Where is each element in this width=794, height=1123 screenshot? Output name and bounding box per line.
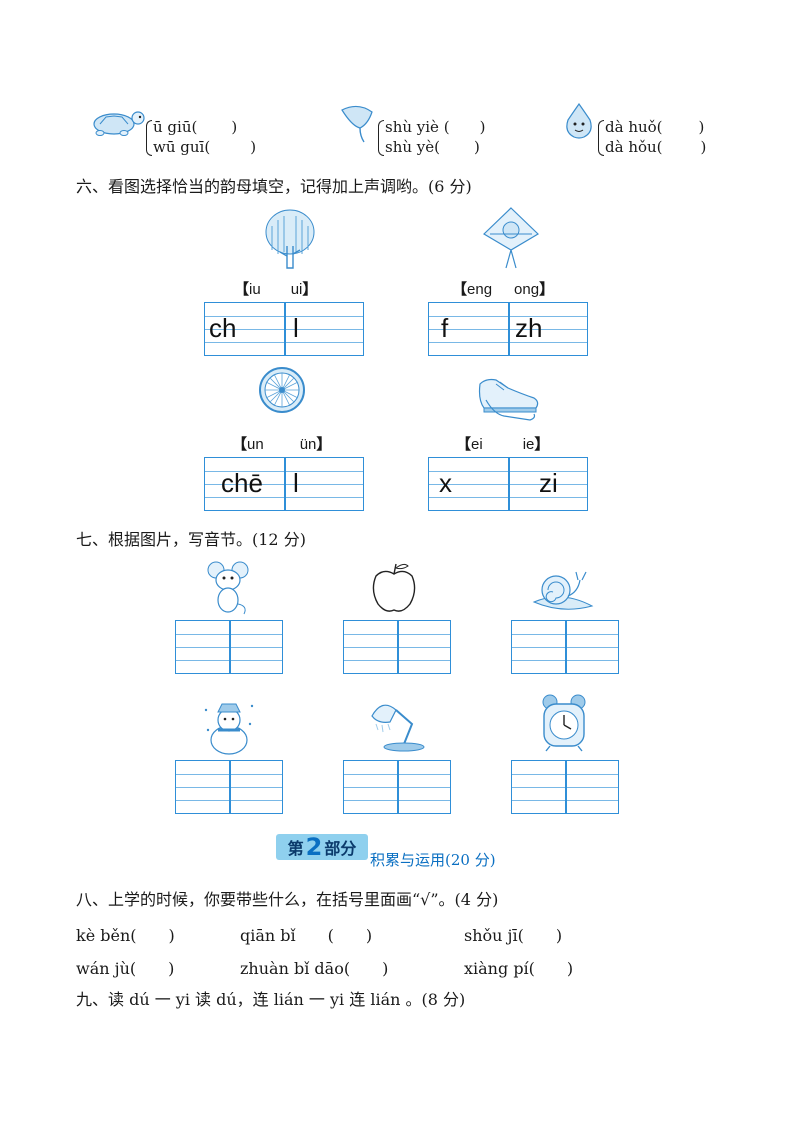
choice-pencil-sharpener[interactable]: zhuàn bǐ dāo( ) [240,959,389,978]
box-4-right-text: zi [539,468,558,498]
section-8-heading: 八、上学的时候，你要带些什么，在括号里面画“√”。(4 分) [76,890,499,909]
wheel-icon [258,366,306,414]
pinyin-box-3[interactable]: chē l [204,457,364,511]
box-4-left-text: x [439,468,452,498]
snail-icon [532,566,594,614]
desk-lamp-icon [366,694,428,754]
pinyin-choice-pair-1: ū giū() wū guī() [146,117,256,157]
write-box-1[interactable] [175,620,283,674]
mouse-icon [206,560,250,616]
write-box-2[interactable] [343,620,451,674]
write-box-5[interactable] [343,760,451,814]
apple-icon [370,560,418,616]
willow-tree-icon [262,206,318,270]
section-6-heading: 六、看图选择恰当的韵母填空，记得加上声调哟。(6 分) [76,177,472,196]
section-7-heading: 七、根据图片，写音节。(12 分) [76,530,306,549]
pinyin-box-4[interactable]: x zi [428,457,588,511]
box-1-right-text: l [293,313,299,343]
pinyin-box-2[interactable]: f zh [428,302,588,356]
part-2-badge: 第 2 部分 [276,833,368,861]
choice-toy[interactable]: wán jù( ) [76,959,175,978]
box-2-right-text: zh [515,313,543,343]
write-box-6[interactable] [511,760,619,814]
pinyin-choice-pair-2: shù yiè () shù yè() [378,117,485,157]
box-2-left-text: f [441,313,449,343]
snowman-icon [200,700,258,756]
part-2-title: 积累与运用(20 分) [370,851,496,869]
fire-icon [562,102,596,140]
choice-pencil[interactable]: qiān bǐ ( ) [240,926,373,945]
sneaker-icon [474,370,544,424]
write-box-4[interactable] [175,760,283,814]
pinyin-choice-pair-3: dà huǒ() dà hǒu() [598,117,706,157]
write-box-3[interactable] [511,620,619,674]
choice-textbook[interactable]: kè běn( ) [76,926,175,945]
kite-icon [480,204,542,270]
turtle-icon [88,104,148,138]
choice-phone[interactable]: shǒu jī( ) [464,926,563,945]
section-9-heading: 九、读 dú 一 yi 读 dú，连 lián 一 yi 连 lián 。(8 … [76,990,466,1009]
pinyin-box-1[interactable]: ch l [204,302,364,356]
box-3-right-text: l [293,468,299,498]
choice-eraser[interactable]: xiàng pí( ) [464,959,574,978]
alarm-clock-icon [540,692,588,752]
ginkgo-leaf-icon [338,104,378,144]
box-3-left-text: chē [221,468,263,498]
box-1-left-text: ch [209,313,237,343]
